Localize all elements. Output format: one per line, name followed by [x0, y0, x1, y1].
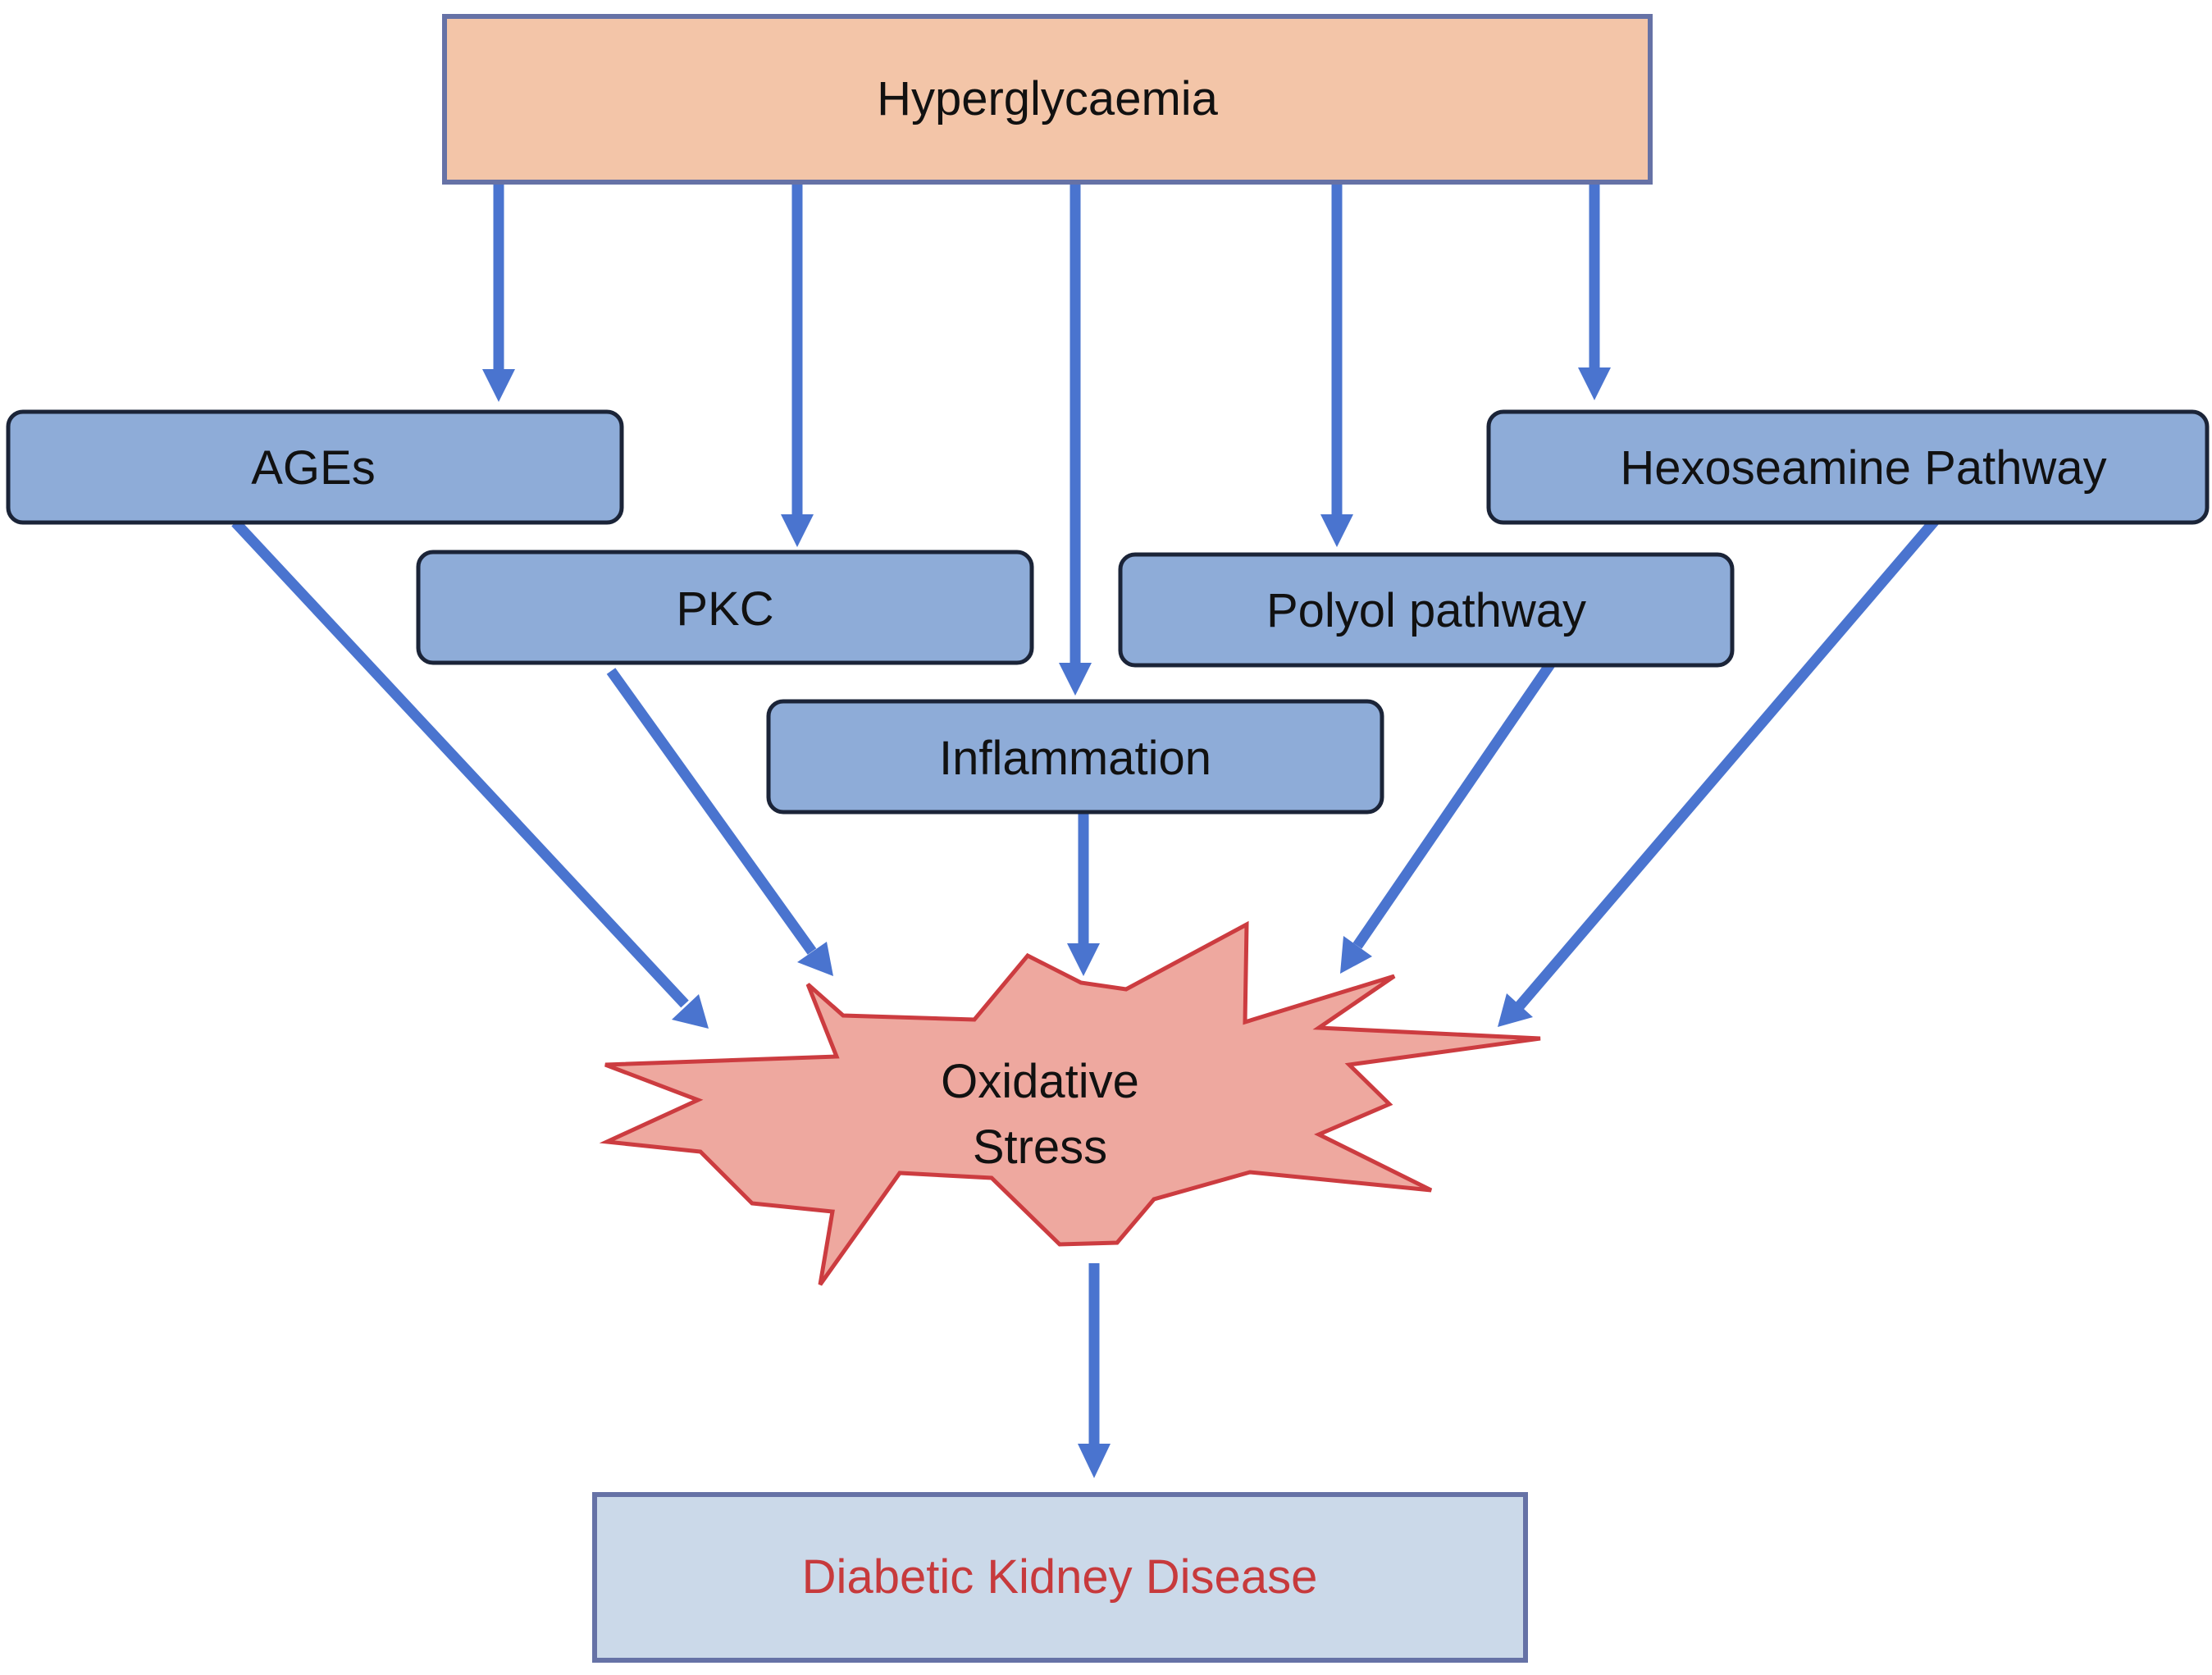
arrowhead-ages-stress: [672, 994, 709, 1029]
arrowhead-ages: [482, 369, 515, 402]
oxidative-stress-node: Oxidative Stress: [599, 920, 1541, 1286]
arrowhead-hexosamine-stress: [1498, 993, 1533, 1027]
polyol-node: Polyol pathway: [1118, 552, 1735, 668]
arrowhead-polyol: [1320, 514, 1353, 547]
arrow-stress-to-dkd: [1078, 1263, 1111, 1478]
arrowhead-pkc: [781, 514, 814, 547]
arrowhead-polyol-stress: [1340, 936, 1372, 974]
arrowhead-hexosamine: [1578, 367, 1611, 400]
hexosamine-node: Hexoseamine Pathway: [1486, 409, 2210, 525]
oxidative-stress-line1: Oxidative: [941, 1055, 1139, 1108]
hyperglycaemia-label: Hyperglycaemia: [877, 72, 1219, 126]
arrow-pkc-to-stress: [606, 668, 817, 955]
polyol-label: Polyol pathway: [1266, 584, 1586, 637]
pkc-label: PKC: [676, 582, 773, 636]
inflammation-label: Inflammation: [939, 732, 1211, 785]
arrows-from-hyperglycaemia: [482, 176, 1611, 696]
arrowhead-inflammation: [1059, 663, 1092, 696]
arrow-ages-to-stress: [231, 518, 689, 1008]
hyperglycaemia-node: Hyperglycaemia: [442, 14, 1653, 185]
oxidative-stress-line2: Stress: [973, 1120, 1107, 1174]
starburst-shape: [599, 920, 1541, 1286]
ages-node: AGEs: [6, 409, 624, 525]
arrows-to-oxidative-stress: [231, 506, 1948, 1029]
arrow-polyol-to-stress: [1352, 661, 1555, 949]
ages-label: AGEs: [251, 441, 376, 495]
arrowhead-inflammation-stress: [1067, 943, 1100, 976]
hexosamine-label: Hexoseamine Pathway: [1620, 441, 2106, 495]
arrowhead-pkc-stress: [797, 942, 833, 976]
diabetic-kidney-disease-label: Diabetic Kidney Disease: [802, 1550, 1318, 1604]
inflammation-node: Inflammation: [766, 699, 1384, 815]
pkc-node: PKC: [416, 550, 1034, 665]
arrow-hexosamine-to-stress: [1516, 506, 1948, 1010]
diabetic-kidney-disease-node: Diabetic Kidney Disease: [592, 1492, 1528, 1663]
